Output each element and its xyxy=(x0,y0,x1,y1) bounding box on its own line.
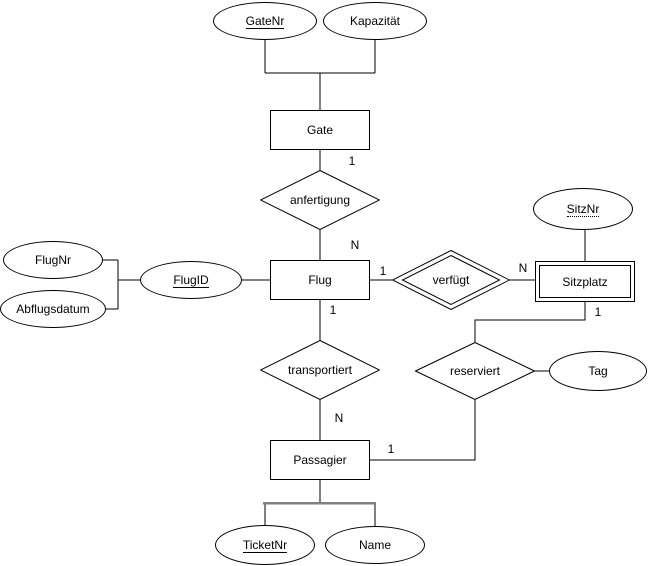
relationship-anfertigung: anfertigung xyxy=(260,170,380,230)
entity-passagier: Passagier xyxy=(270,440,370,480)
connector-passagier-reserviert xyxy=(370,400,476,461)
diamond-shape xyxy=(415,342,535,400)
attribute-label: TicketNr xyxy=(242,537,288,553)
attribute-label: Kapazität xyxy=(349,14,401,28)
cardinality-verfuegt-sitzplatz: N xyxy=(518,261,528,275)
entity-gate: Gate xyxy=(270,110,370,150)
entity-label: Flug xyxy=(308,273,332,287)
attribute-label: FlugNr xyxy=(34,253,71,267)
attribute-tag: Tag xyxy=(549,351,647,391)
attribute-label: Abflugsdatum xyxy=(16,302,90,316)
double-diamond-shape xyxy=(392,250,510,310)
cardinality-gate-anfertigung: 1 xyxy=(348,154,356,168)
entity-label: Sitzplatz xyxy=(562,274,608,289)
cardinality-anfertigung-flug: N xyxy=(350,238,360,252)
cardinality-flug-verfuegt: 1 xyxy=(379,264,387,278)
relationship-label: anfertigung xyxy=(289,193,351,207)
cardinality-passagier-reserviert: 1 xyxy=(387,442,395,456)
relationship-label: transportiert xyxy=(287,363,353,377)
attribute-sitznr: SitzNr xyxy=(533,188,633,230)
connector-sitzplatz-reserviert xyxy=(474,302,586,342)
attribute-label: GateNr xyxy=(245,13,285,29)
attribute-name: Name xyxy=(325,526,425,564)
relationship-transportiert: transportiert xyxy=(260,340,380,400)
relationship-verfuegt: verfügt xyxy=(392,250,510,310)
relationship-label: reserviert xyxy=(449,364,500,378)
attribute-label: Name xyxy=(358,538,391,552)
attribute-flugnr: FlugNr xyxy=(3,241,103,279)
entity-flug: Flug xyxy=(270,260,370,300)
attribute-label: FlugID xyxy=(173,272,209,288)
relationship-reserviert: reserviert xyxy=(415,342,535,400)
cardinality-flug-transportiert: 1 xyxy=(329,303,337,317)
diamond-shape xyxy=(260,170,380,230)
attribute-kapazitaet: Kapazität xyxy=(323,2,427,40)
entity-label: Passagier xyxy=(293,453,347,467)
attribute-gatenr: GateNr xyxy=(213,2,317,40)
attribute-label: SitzNr xyxy=(566,201,600,217)
diamond-shape xyxy=(260,340,380,400)
cardinality-sitzplatz-reserviert: 1 xyxy=(594,305,602,319)
cardinality-transportiert-passagier: N xyxy=(334,411,344,425)
attribute-abflugsdatum: Abflugsdatum xyxy=(0,290,106,328)
attribute-label: Tag xyxy=(588,364,608,378)
attribute-ticketnr: TicketNr xyxy=(215,525,315,565)
relationship-label: verfügt xyxy=(432,273,470,287)
entity-label: Gate xyxy=(306,123,333,137)
entity-sitzplatz: Sitzplatz xyxy=(535,261,635,302)
attribute-flugid: FlugID xyxy=(140,261,242,299)
